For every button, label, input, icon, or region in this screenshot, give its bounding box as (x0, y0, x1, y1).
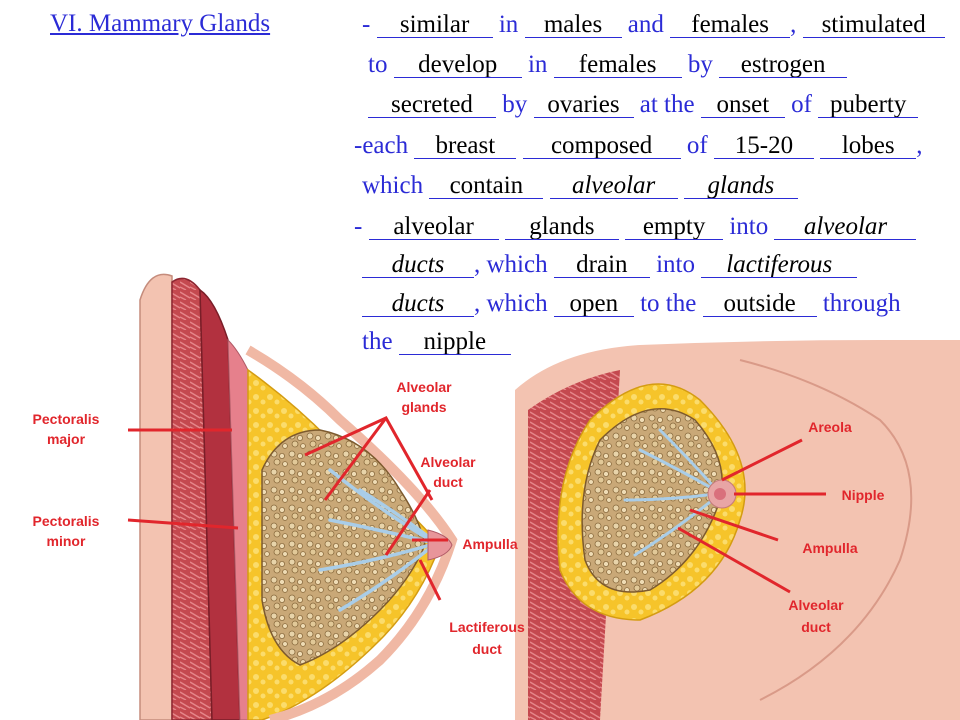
answer-blank: secreted (368, 90, 496, 120)
prompt-text: - (362, 11, 377, 38)
answer-blank: composed (522, 131, 681, 161)
answer-blank: similar (376, 10, 493, 40)
answer-blank: contain (429, 171, 544, 201)
prompt-text: in (492, 11, 525, 38)
prompt-text: in (521, 51, 554, 78)
answer-blank: develop (393, 50, 522, 80)
answer-blank: ducts (362, 289, 474, 319)
answer-blank: ovaries (533, 90, 634, 120)
answer-blank: ducts (362, 250, 474, 280)
notes-line-1: - similar in males and females, stimulat… (362, 10, 945, 40)
answer-blank: stimulated (802, 10, 945, 40)
label-ampulla-right: Ampulla (802, 540, 857, 556)
answer-blank: glands (683, 171, 798, 201)
prompt-text: which (362, 172, 430, 199)
prompt-text: , which (474, 251, 554, 278)
prompt-text: , which (474, 290, 554, 317)
prompt-text: of (680, 132, 714, 159)
answer-blank: empty (625, 212, 724, 242)
prompt-text: the (362, 328, 399, 355)
lecture-notes: VI. Mammary Glands - similar in males an… (50, 10, 945, 357)
answer-blank: alveolar (549, 171, 678, 201)
answer-blank: open (553, 289, 634, 319)
answer-blank: lactiferous (701, 250, 858, 280)
anterior-view (515, 340, 960, 720)
prompt-text: of (784, 91, 819, 118)
prompt-text: into (649, 251, 702, 278)
answer-blank: females (553, 50, 682, 80)
answer-blank: males (524, 10, 622, 40)
section-title: VI. Mammary Glands (50, 10, 271, 37)
notes-line-5: which contain alveolar glands (362, 171, 798, 201)
answer-blank: alveolar (774, 212, 917, 242)
prompt-text: to (368, 51, 394, 78)
label-nipple: Nipple (842, 487, 885, 503)
answer-blank: 15-20 (713, 131, 814, 161)
prompt-text: -each (354, 132, 415, 159)
notes-line-4: -each breast composed of 15-20 lobes, (354, 131, 922, 161)
sagittal-section (139, 273, 458, 720)
answer-blank: estrogen (719, 50, 848, 80)
answer-blank: lobes (820, 131, 917, 161)
prompt-text: by (496, 91, 534, 118)
notes-line-9: the nipple (362, 327, 511, 357)
notes-line-2: to develop in females by estrogen (368, 50, 848, 80)
notes-line-6: - alveolar glands empty into alveolar (354, 212, 917, 242)
notes-line-8: ducts, which open to the outside through (362, 289, 901, 319)
prompt-text: and (621, 11, 671, 38)
prompt-text: at the (633, 91, 701, 118)
answer-blank: breast (414, 131, 517, 161)
prompt-text: through (816, 290, 901, 317)
label-areola: Areola (808, 419, 852, 435)
answer-blank: puberty (818, 90, 919, 120)
prompt-text: to the (633, 290, 703, 317)
prompt-text: - (354, 213, 369, 240)
notes-line-3: secreted by ovaries at the onset of pube… (368, 90, 919, 120)
leader-lines (127, 416, 826, 601)
prompt-text: into (723, 213, 775, 240)
answer-blank: onset (700, 90, 785, 120)
notes-line-7: ducts, which drain into lactiferous (362, 250, 858, 280)
answer-blank: glands (504, 212, 619, 242)
answer-blank: alveolar (368, 212, 499, 242)
answer-blank: drain (553, 250, 650, 280)
prompt-text: , (790, 11, 803, 38)
answer-blank: outside (702, 289, 817, 319)
label-ampulla-left: Ampulla (462, 536, 517, 552)
answer-blank: females (670, 10, 791, 40)
answer-blank: nipple (398, 327, 511, 357)
prompt-text: by (681, 51, 720, 78)
prompt-text: , (916, 132, 923, 159)
